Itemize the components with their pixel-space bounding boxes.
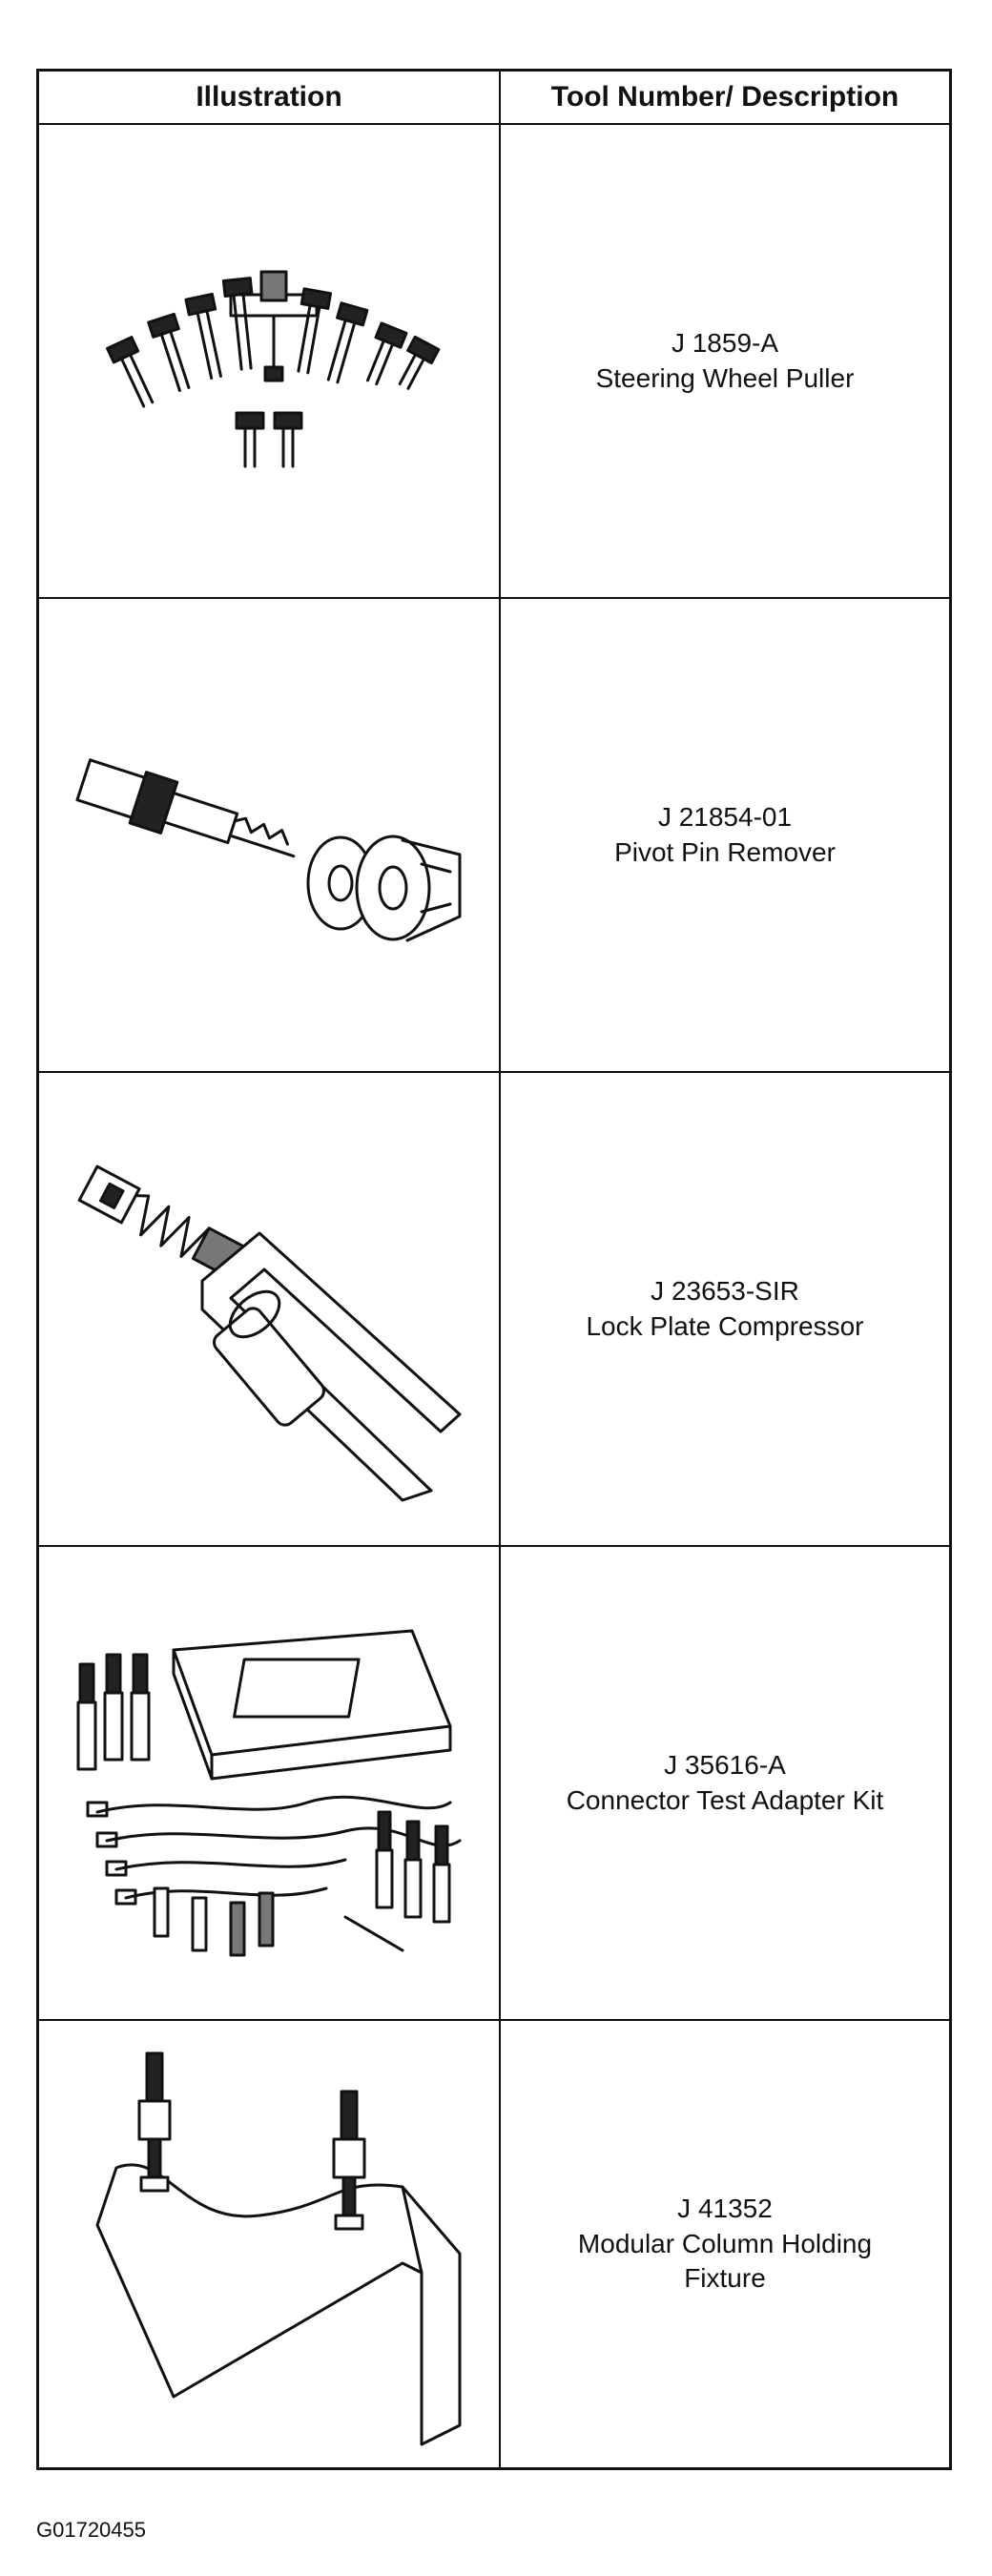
- lock-plate-compressor-illustration: [77, 1164, 462, 1501]
- description-cell: J 35616-A Connector Test Adapter Kit: [501, 1547, 949, 2021]
- tool-description: Steering Wheel Puller: [595, 362, 855, 393]
- tool-description: Pivot Pin Remover: [614, 836, 836, 867]
- description-cell: J 21854-01 Pivot Pin Remover: [501, 599, 949, 1073]
- tool-number: J 21854-01: [657, 802, 793, 833]
- tool-number: J 35616-A: [664, 1750, 786, 1781]
- header-description: Tool Number/ Description: [501, 72, 949, 125]
- header-illustration: Illustration: [39, 72, 501, 125]
- illustration-cell: [39, 1547, 501, 2021]
- description-cell: J 23653-SIR Lock Plate Compressor: [501, 1073, 949, 1547]
- tool-number: J 1859-A: [671, 328, 779, 359]
- tool-description: Lock Plate Compressor: [586, 1310, 864, 1341]
- modular-column-holding-fixture-illustration: [95, 2051, 462, 2446]
- tool-description: Connector Test Adapter Kit: [566, 1784, 884, 1815]
- description-cell: J 41352 Modular Column Holding Fixture: [501, 2021, 949, 2467]
- pivot-pin-remover-illustration: [75, 757, 462, 941]
- illustration-cell: [39, 599, 501, 1073]
- description-cell: J 1859-A Steering Wheel Puller: [501, 125, 949, 599]
- connector-test-adapter-kit-illustration: [76, 1629, 462, 1956]
- tool-description-line-2: Fixture: [684, 2263, 766, 2294]
- tool-table: Illustration Tool Number/ Description: [36, 69, 952, 2470]
- steering-wheel-puller-illustration: [106, 270, 441, 467]
- illustration-cell: [39, 2021, 501, 2467]
- tool-number: J 41352: [677, 2194, 773, 2224]
- tool-description-line-1: Modular Column Holding: [577, 2228, 873, 2258]
- tool-number: J 23653-SIR: [651, 1276, 799, 1307]
- illustration-cell: [39, 125, 501, 599]
- figure-id: G01720455: [36, 2518, 146, 2542]
- illustration-cell: [39, 1073, 501, 1547]
